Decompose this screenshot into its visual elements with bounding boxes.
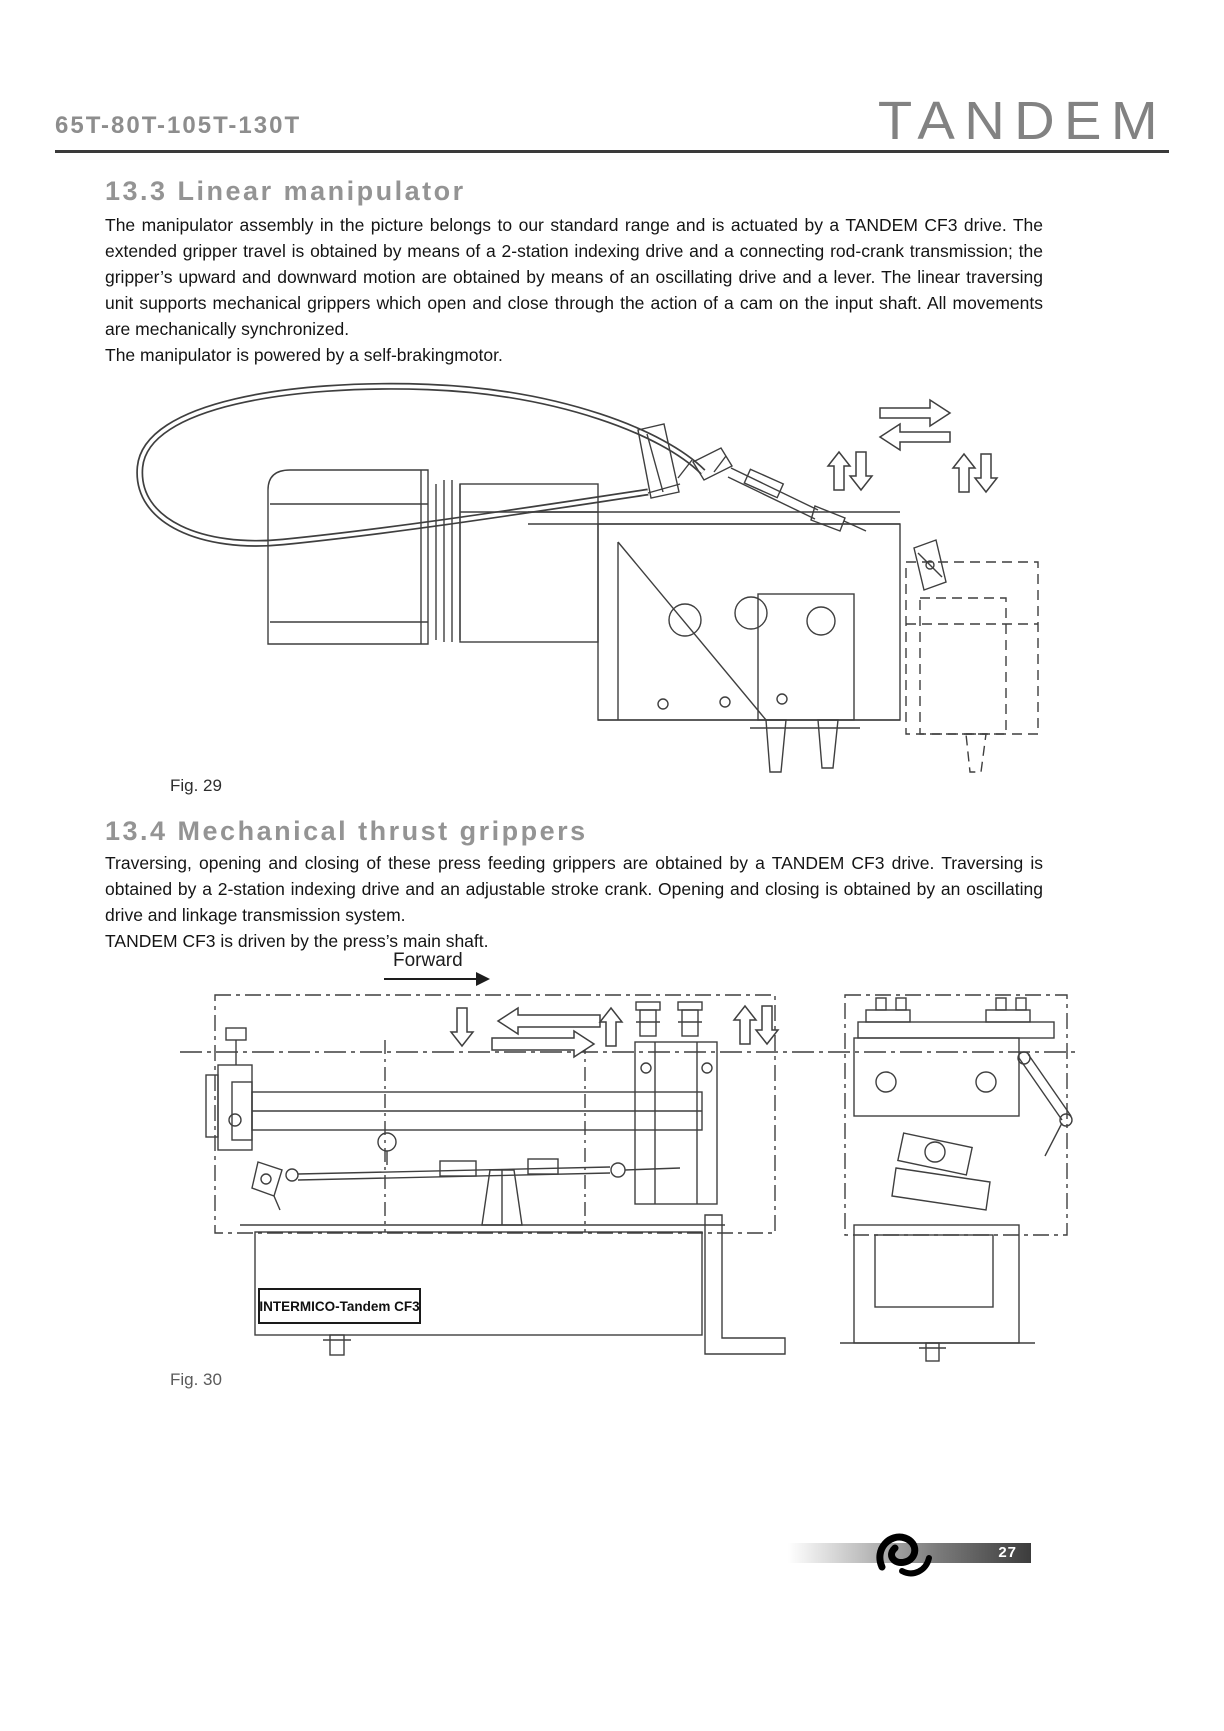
main-housing <box>597 523 901 721</box>
brand-logo-text: TANDEM <box>877 91 1167 151</box>
crank-bracket <box>913 539 947 591</box>
phantom-boundary <box>844 994 1068 1236</box>
paragraph: The manipulator is powered by a self-bra… <box>105 345 503 365</box>
drive-base <box>254 1231 703 1336</box>
fig30-drawing <box>180 994 1075 1362</box>
vertical-motion-arrows-icon <box>732 1004 780 1046</box>
vertical-motion-arrows-left-icon <box>826 450 874 492</box>
motor <box>267 469 429 645</box>
forward-direction-label: Forward <box>393 950 463 971</box>
forward-arrow-icon <box>384 972 490 986</box>
paragraph: TANDEM CF3 is driven by the press’s main… <box>105 931 489 951</box>
cable-fitting <box>692 447 733 481</box>
phantom-section <box>905 561 1039 773</box>
section-heading-linear-manipulator: 13.3 Linear manipulator <box>105 176 466 206</box>
foot <box>817 719 839 769</box>
header-divider <box>55 150 1169 153</box>
section-body-linear-manipulator: The manipulator assembly in the picture … <box>105 212 1043 368</box>
horizontal-motion-arrows-icon <box>878 398 952 452</box>
section-body-thrust-grippers: Traversing, opening and closing of these… <box>105 850 1043 954</box>
hanger-bracket <box>637 423 680 499</box>
fig29-drawing <box>136 382 1039 773</box>
footer-bar: 27 <box>788 1533 1031 1577</box>
section-heading-thrust-grippers: 13.4 Mechanical thrust grippers <box>105 816 588 846</box>
foot <box>765 719 787 773</box>
paragraph: The manipulator assembly in the picture … <box>105 215 1043 339</box>
figure-29 <box>118 372 1043 777</box>
figure-29-caption: Fig. 29 <box>170 776 222 795</box>
traverse-motion-arrows-icon <box>449 1006 624 1059</box>
phantom-boundary <box>214 994 776 1234</box>
gripper-head <box>634 1041 718 1205</box>
page-number: 27 <box>998 1544 1017 1561</box>
intermico-logo-icon <box>876 1533 932 1577</box>
figure-30-caption: Fig. 30 <box>170 1370 222 1389</box>
model-range-title: 65T-80T-105T-130T <box>55 112 302 139</box>
machine-nameplate: INTERMICO-Tandem CF3 <box>258 1288 421 1324</box>
gripper-head-end <box>853 1037 1020 1117</box>
clevis <box>810 505 846 532</box>
vertical-motion-arrows-right-icon <box>951 452 999 494</box>
paragraph: Traversing, opening and closing of these… <box>105 853 1043 925</box>
figure-30: Forward <box>140 948 1100 1373</box>
drive-base-end <box>853 1224 1020 1344</box>
